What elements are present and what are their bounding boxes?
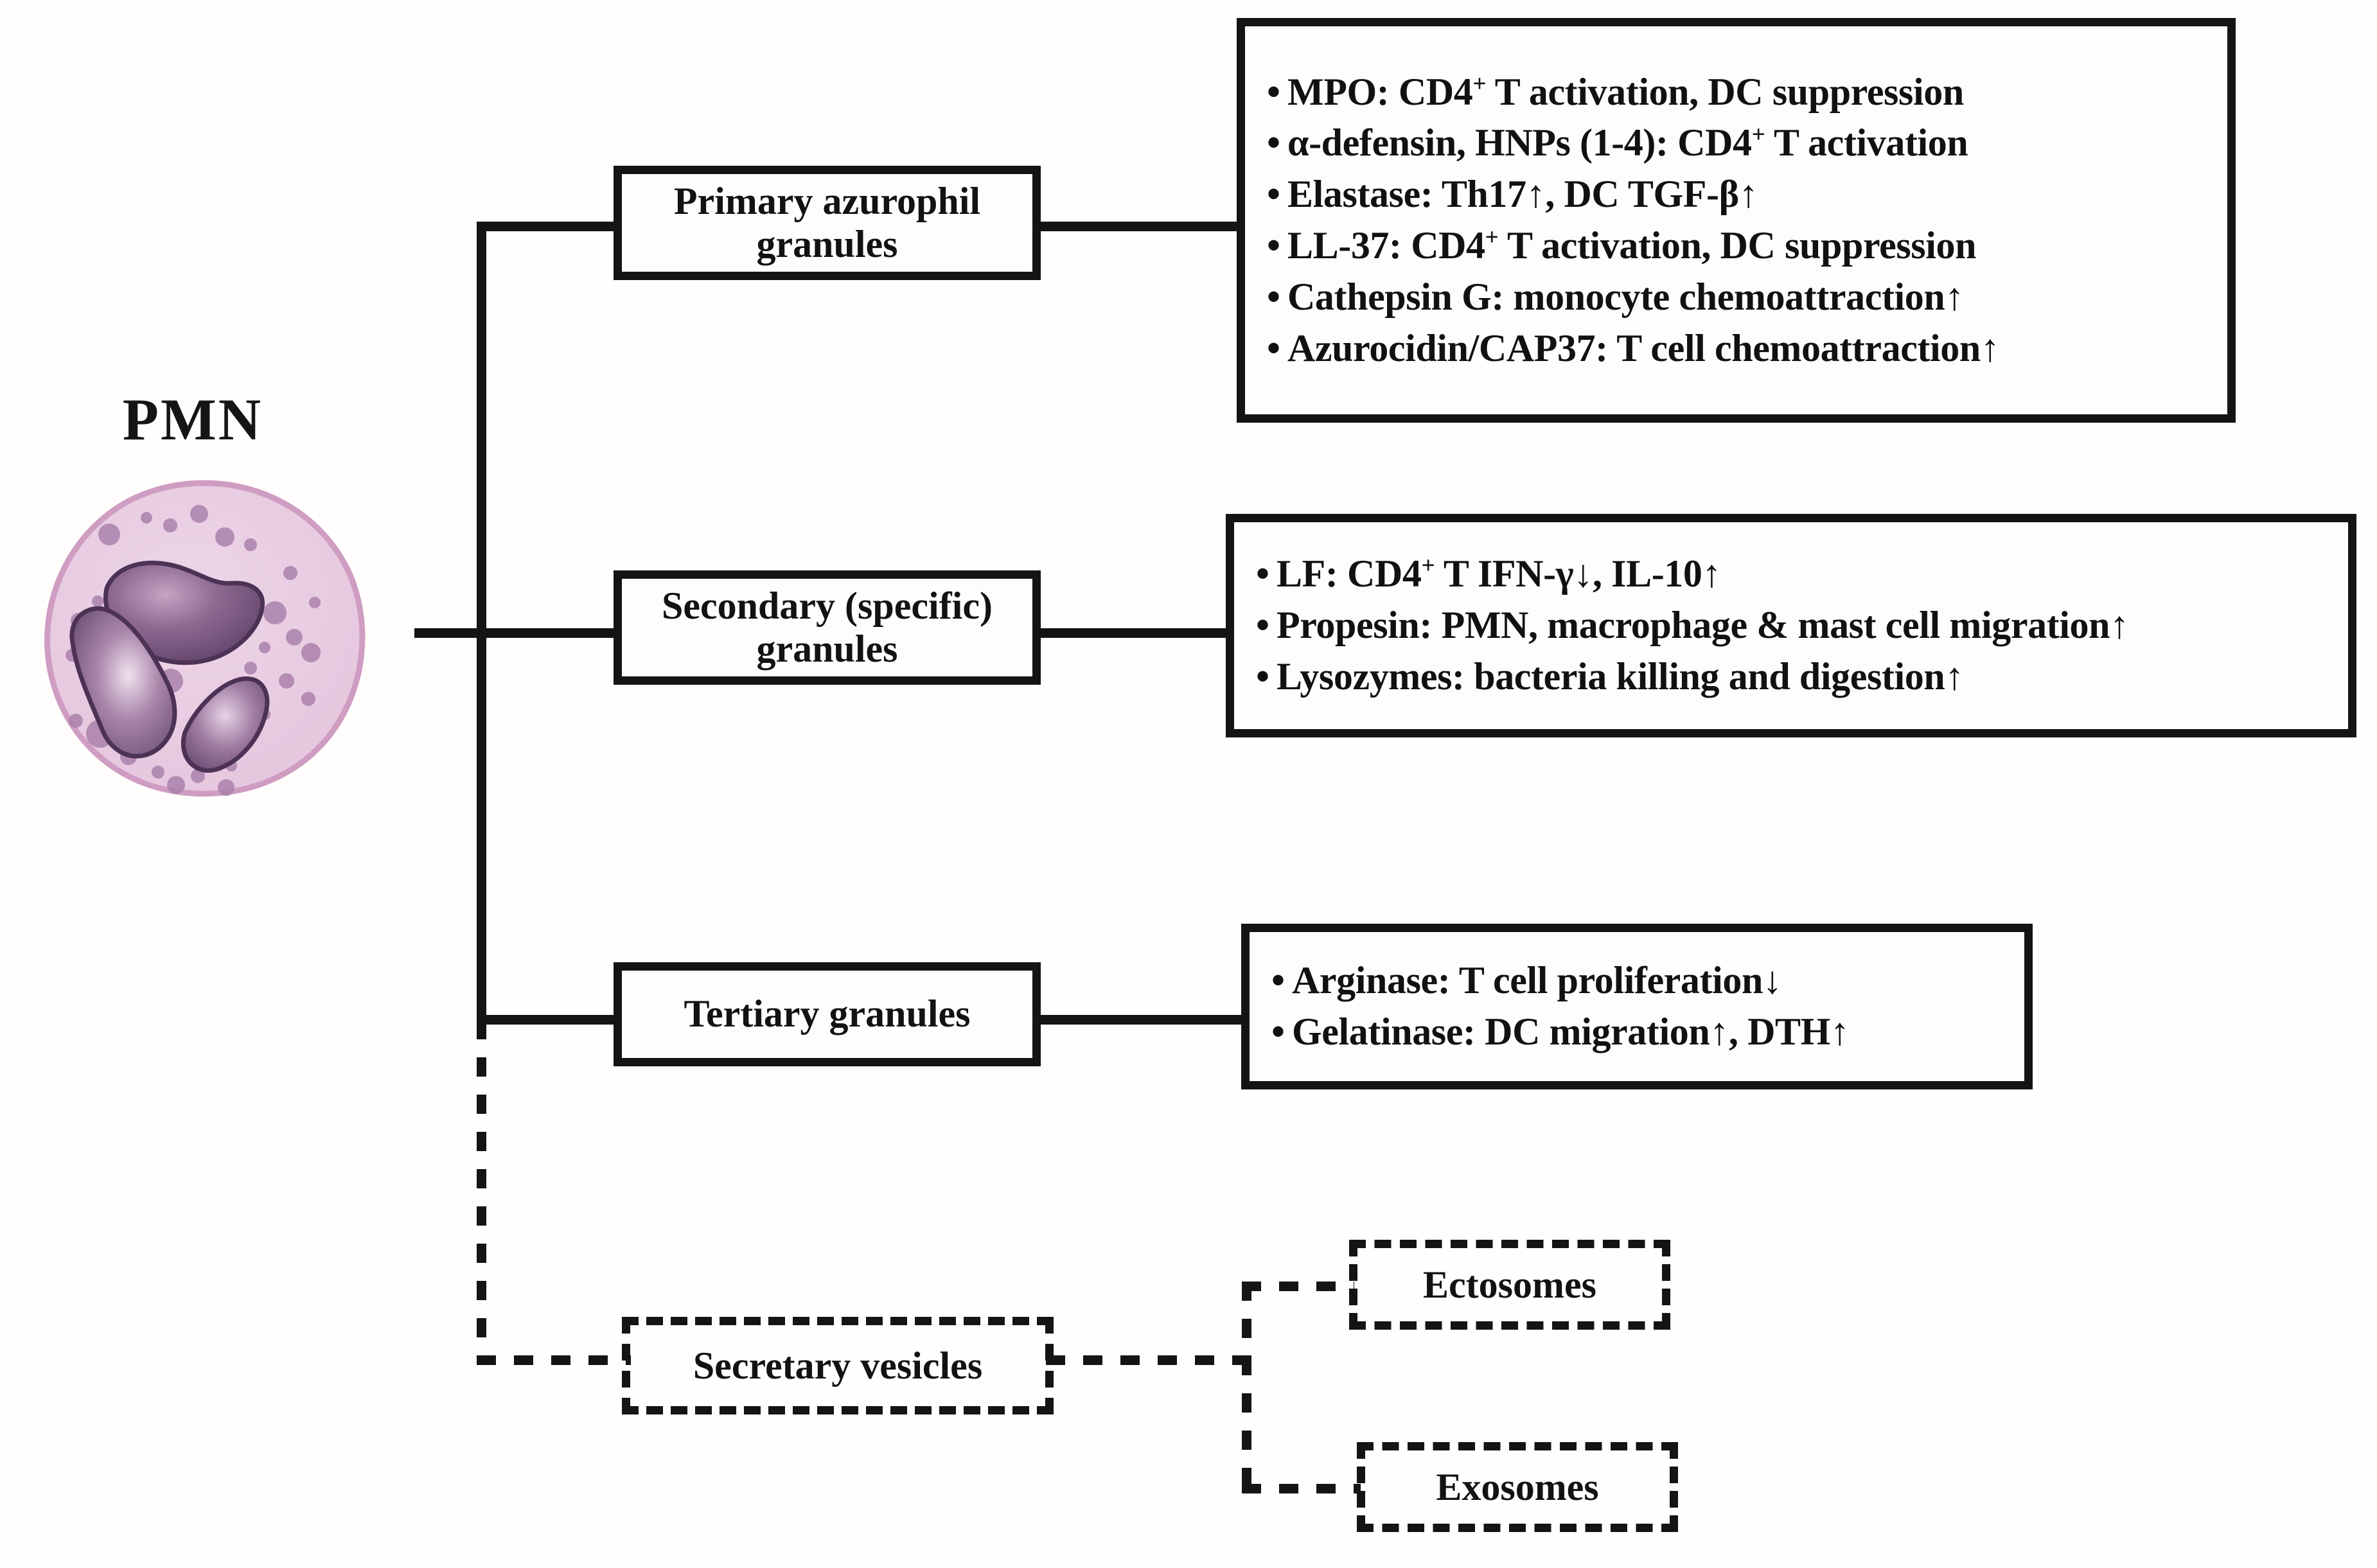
connector-dashed-to-ectosomes — [1242, 1282, 1354, 1291]
contents-item: •LL-37: CD4+ T activation, DC suppressio… — [1267, 224, 1977, 267]
contents-box-tertiary: •Arginase: T cell proliferation↓ •Gelati… — [1241, 924, 2033, 1089]
contents-box-primary: •MPO: CD4+ T activation, DC suppression … — [1237, 18, 2236, 423]
connector-dashed-to-exosomes — [1242, 1484, 1361, 1493]
connector-tertiary-to-contents — [1038, 1015, 1246, 1025]
connector-cell-stem — [414, 628, 486, 638]
vesicle-label-secretary: Secretary vesicles — [693, 1344, 983, 1387]
vesicle-box-ectosomes[interactable]: Ectosomes — [1349, 1240, 1670, 1330]
vesicle-box-exosomes[interactable]: Exosomes — [1357, 1442, 1678, 1532]
granule-label-secondary-line1: Secondary (specific) — [662, 584, 993, 627]
contents-item: •Cathepsin G: monocyte chemoattraction↑ — [1267, 275, 1964, 318]
connector-dashed-to-secretory — [477, 1355, 631, 1365]
vesicle-label-exosomes: Exosomes — [1436, 1465, 1599, 1508]
contents-item: •Gelatinase: DC migration↑, DTH↑ — [1271, 1010, 1850, 1053]
granule-box-tertiary[interactable]: Tertiary granules — [614, 962, 1041, 1066]
connector-branch-primary — [477, 222, 621, 231]
contents-item: •MPO: CD4+ T activation, DC suppression — [1267, 70, 1964, 113]
granule-label-primary-line2: granules — [756, 223, 898, 265]
contents-item: •Elastase: Th17↑, DC TGF-β↑ — [1267, 173, 1758, 216]
connector-primary-to-contents — [1038, 222, 1240, 231]
connector-secretory-to-split — [1046, 1355, 1251, 1365]
connector-trunk — [477, 222, 486, 1025]
granule-box-secondary[interactable]: Secondary (specific) granules — [614, 570, 1041, 685]
vesicle-label-ectosomes: Ectosomes — [1423, 1263, 1596, 1306]
connector-branch-secondary — [477, 628, 621, 638]
contents-item: •Lysozymes: bacteria killing and digesti… — [1256, 655, 1964, 698]
vesicle-box-secretary[interactable]: Secretary vesicles — [622, 1317, 1054, 1414]
granule-box-primary[interactable]: Primary azurophil granules — [614, 166, 1041, 280]
connector-dashed-trunk — [477, 1020, 486, 1361]
granule-label-secondary-line2: granules — [756, 628, 898, 670]
connector-branch-tertiary — [477, 1015, 621, 1025]
granule-label-tertiary: Tertiary granules — [684, 992, 971, 1035]
page-title: PMN — [122, 387, 263, 452]
contents-item: •Propesin: PMN, macrophage & mast cell m… — [1256, 604, 2129, 647]
granule-label-primary-line1: Primary azurophil — [673, 179, 981, 222]
pmn-cell-illustration — [39, 475, 373, 803]
connector-dashed-split — [1242, 1282, 1251, 1493]
connector-secondary-to-contents — [1038, 628, 1230, 638]
contents-box-secondary: •LF: CD4+ T IFN-γ↓, IL-10↑ •Propesin: PM… — [1226, 514, 2356, 737]
contents-item: •α-defensin, HNPs (1-4): CD4+ T activati… — [1267, 121, 1968, 164]
contents-item: •Arginase: T cell proliferation↓ — [1271, 959, 1782, 1002]
contents-item: •Azurocidin/CAP37: T cell chemoattractio… — [1267, 326, 2000, 369]
contents-item: •LF: CD4+ T IFN-γ↓, IL-10↑ — [1256, 552, 1722, 595]
